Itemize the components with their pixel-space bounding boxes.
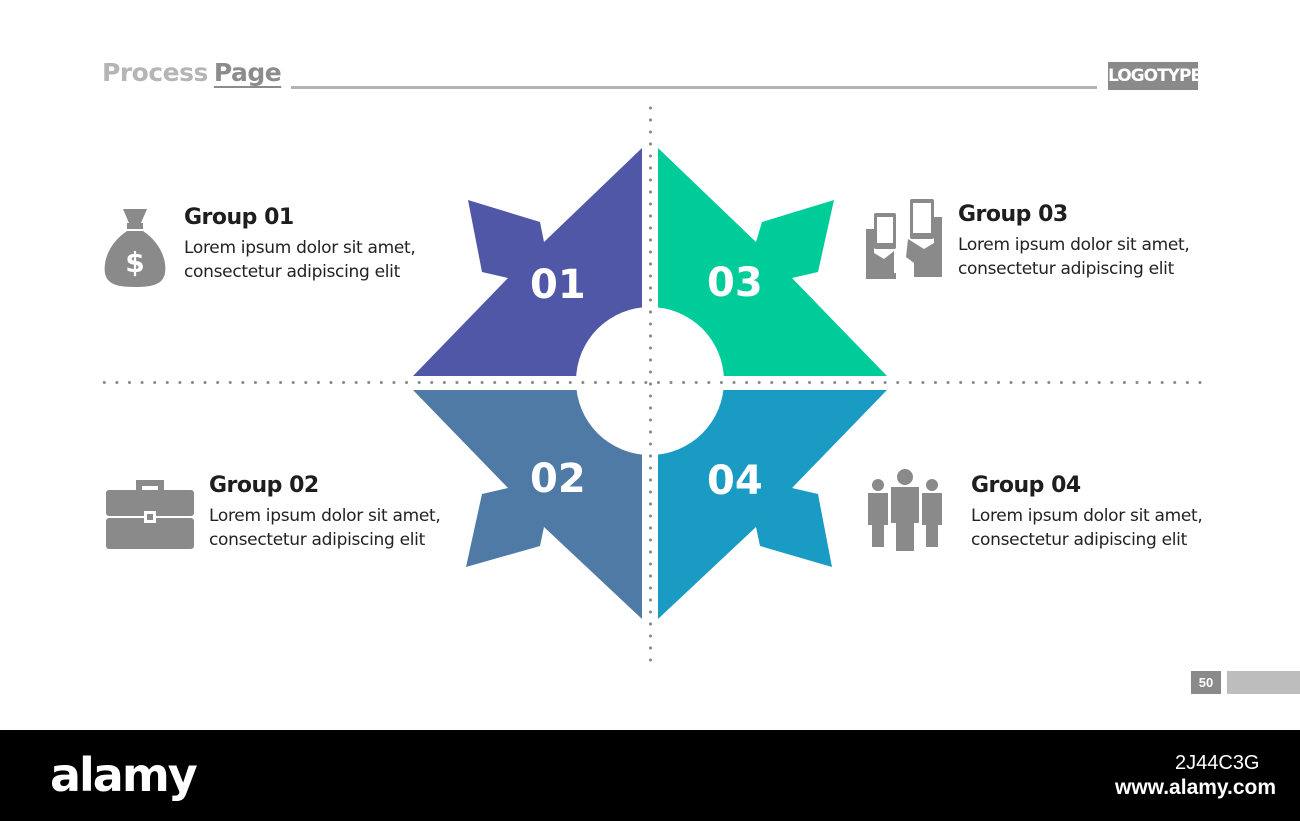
group-04-line2: consectetur adipiscing elit [971, 530, 1187, 550]
segment-04 [658, 390, 887, 619]
segment-number-01: 01 [530, 262, 586, 308]
title-divider [291, 86, 1097, 89]
group-01-title: Group 01 [184, 205, 294, 230]
team-icon [866, 469, 944, 556]
group-04: Group 04 Lorem ipsum dolor sit amet, con… [971, 473, 1203, 552]
arrow-diagram [413, 148, 887, 619]
money-bag-icon: $ [103, 205, 167, 294]
segment-number-04: 04 [707, 458, 763, 504]
group-03-line2: consectetur adipiscing elit [958, 259, 1174, 279]
group-01-line2: consectetur adipiscing elit [184, 262, 400, 282]
horizontal-dotted-divider [98, 381, 1204, 384]
segment-02 [413, 390, 642, 619]
segment-number-02: 02 [530, 456, 586, 502]
image-id: 2J44C3G [1175, 752, 1260, 774]
smartphone-hands-icon [864, 197, 944, 284]
segment-03 [658, 148, 887, 376]
segment-number-03: 03 [707, 260, 763, 306]
logotype: LOGOTYPE [1108, 62, 1202, 90]
page-number-bar [1227, 671, 1300, 694]
group-02-title: Group 02 [209, 473, 319, 498]
group-01: Group 01 Lorem ipsum dolor sit amet, con… [184, 205, 416, 284]
svg-text:$: $ [125, 246, 144, 279]
briefcase-icon [106, 480, 194, 555]
group-02: Group 02 Lorem ipsum dolor sit amet, con… [209, 473, 441, 552]
title-strong: Page [213, 58, 282, 87]
vertical-dotted-divider [649, 102, 652, 668]
segment-01 [413, 148, 642, 376]
group-03: Group 03 Lorem ipsum dolor sit amet, con… [958, 202, 1190, 281]
group-03-title: Group 03 [958, 202, 1068, 227]
page-number: 50 [1191, 671, 1221, 694]
group-04-line1: Lorem ipsum dolor sit amet, [971, 506, 1203, 526]
group-02-line2: consectetur adipiscing elit [209, 530, 425, 550]
group-03-line1: Lorem ipsum dolor sit amet, [958, 235, 1190, 255]
group-02-line1: Lorem ipsum dolor sit amet, [209, 506, 441, 526]
brand-logo: alamy [50, 748, 198, 802]
group-01-line1: Lorem ipsum dolor sit amet, [184, 238, 416, 258]
site-url: www.alamy.com [1115, 776, 1277, 799]
title-light: Process [102, 58, 208, 87]
group-04-title: Group 04 [971, 473, 1081, 498]
watermark-footer [0, 730, 1300, 821]
